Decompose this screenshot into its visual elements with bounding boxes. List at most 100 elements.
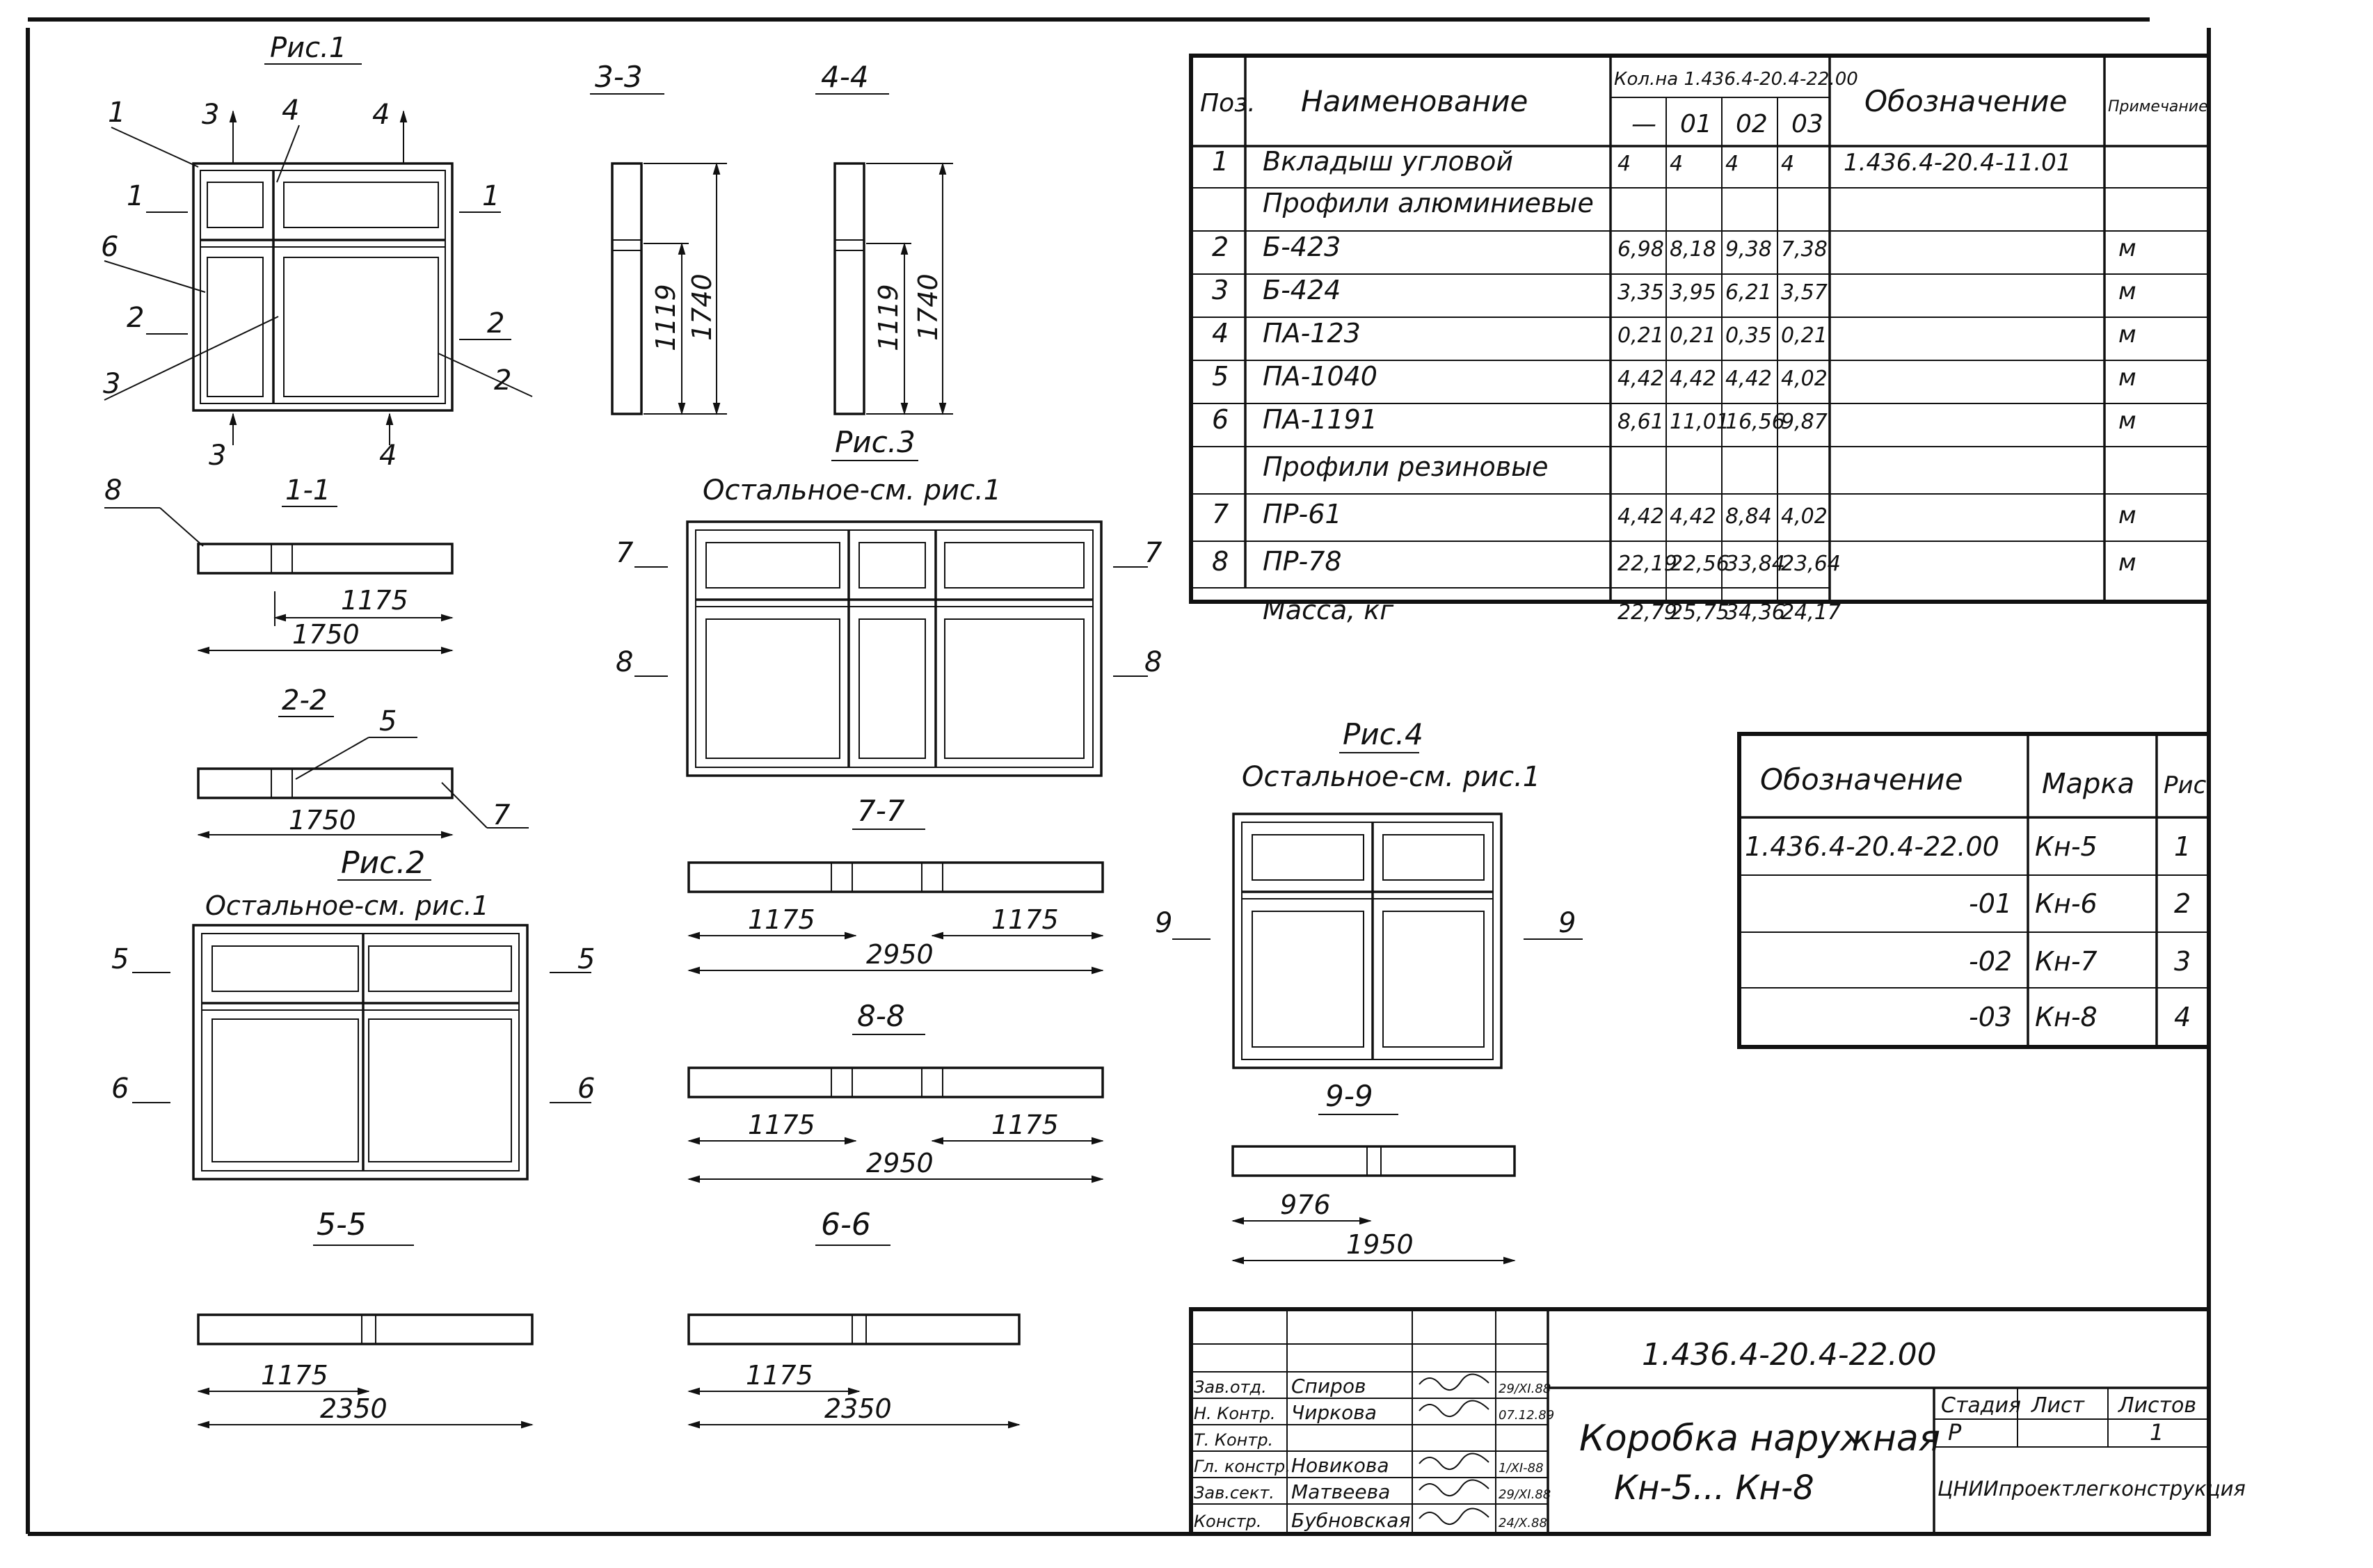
s22-callout-7: 7 [493,799,511,831]
spec-cell-note: м [2118,364,2136,392]
signature-date: 29/XI.88 [1499,1487,1551,1502]
specification-table: Поз. Наименование Кол.на 1.436.4-20.4-22… [1189,54,2211,625]
fig1-callouts: 1 3 4 4 1 1 6 2 2 3 2 3 4 [101,95,533,472]
s88-dim-left: 1175 [748,1110,815,1140]
mark-cell-designation: -03 [1969,1002,2012,1032]
spec-cell-name: Масса, кг [1263,595,1394,625]
mark-table: Обозначение Марка Рис. 1.436.4-20.4-22.0… [1737,732,2214,1049]
signature-role: Зав.сект. [1194,1483,1275,1503]
cut-3-bottom: 3 [209,440,226,472]
section-6-6: 6-6 1175 2350 [687,1207,1021,1429]
cut-2-left: 2 [127,302,144,334]
s11-dim-total: 1750 [292,619,360,650]
spec-header-name: Наименование [1301,84,1528,118]
s66-dim-inner: 1175 [746,1360,813,1391]
section-3-3: 3-3 1119 1740 [590,60,727,415]
spec-header-qty-col-1: 01 [1680,110,1712,138]
fig4-cut-9-right: 9 [1558,907,1576,939]
cut-2-right: 2 [487,307,504,339]
spec-cell-qty: 16,56 [1725,410,1785,434]
signature-role: Гл. констр. [1194,1457,1291,1476]
title-line-1: Коробка наружная [1579,1418,1940,1459]
mark-cell-fig: 1 [2174,831,2191,862]
spec-cell-qty: 4 [1725,152,1739,176]
spec-cell-qty: 4,42 [1617,367,1664,391]
spec-cell-pos: 1 [1212,146,1229,177]
spec-header-note: Примечание [2108,98,2208,115]
s22-dim-total: 1750 [289,805,356,835]
spec-cell-qty: 4 [1781,152,1794,176]
fig4-note: Остальное-см. рис.1 [1242,761,1540,793]
handwritten-signature [1419,1507,1489,1525]
spec-cell-note: м [2118,321,2136,349]
title-block: 1.436.4-20.4-22.00 Коробка наружная Кн-5… [1189,1307,2246,1536]
fig2-title: Рис.2 [341,845,425,881]
fig2-cut-6-right: 6 [577,1073,595,1105]
spec-cell-pos: 2 [1212,232,1229,262]
s88-title: 8-8 [857,999,905,1033]
spec-header-pos: Поз. [1200,89,1256,118]
spec-cell-qty: 22,56 [1670,552,1729,576]
s33-dim-b: 1740 [687,273,717,341]
mark-cell-designation: -01 [1969,888,2012,919]
spec-cell-name: Профили резиновые [1263,451,1548,482]
s44-dim-a: 1119 [873,284,904,351]
signature-date: 24/X.88 [1499,1516,1547,1530]
s77-dim-total: 2950 [866,939,934,970]
signature-name: Чиркова [1291,1401,1377,1424]
s77-title: 7-7 [857,794,905,828]
figure-2: Рис.2 Остальное-см. рис.1 5 5 6 6 [111,845,595,1181]
spec-cell-qty: 8,18 [1670,237,1716,262]
mark-cell-mark: Кн-8 [2035,1002,2098,1032]
signature-date: 29/XI.88 [1499,1382,1551,1396]
title-line-2: Кн-5... Кн-8 [1614,1469,1814,1507]
s55-title: 5-5 [317,1207,367,1242]
s22-title: 2-2 [282,685,327,717]
spec-cell-name: Профили алюминиевые [1263,188,1594,218]
s33-title: 3-3 [595,60,643,94]
signature-date: 1/XI-88 [1499,1461,1544,1475]
spec-cell-qty: 4 [1670,152,1683,176]
spec-cell-pos: 4 [1212,318,1229,349]
s88-dim-total: 2950 [866,1148,934,1178]
spec-cell-qty: 8,61 [1617,410,1664,434]
signature-name: Матвеева [1291,1480,1390,1503]
cut-3-top: 3 [202,99,219,131]
fig1-title: Рис.1 [270,32,346,64]
spec-cell-qty: 22,79 [1617,600,1677,625]
figure-3: Рис.3 Остальное-см. рис.1 7 7 8 8 [616,425,1162,777]
spec-cell-qty: 6,98 [1617,237,1664,262]
s55-dim-inner: 1175 [261,1360,328,1391]
spec-cell-qty: 4,02 [1781,367,1828,391]
s66-title: 6-6 [821,1207,871,1242]
fig2-cut-5-left: 5 [111,943,129,975]
spec-row: Профили алюминиевые [1263,188,1594,218]
spec-header-qty-col-0: — [1631,110,1656,138]
signature-role: Н. Контр. [1194,1404,1276,1423]
section-7-7: 7-7 1175 1175 2950 [687,794,1104,975]
spec-cell-qty: 0,21 [1781,323,1828,348]
s44-title: 4-4 [821,60,869,94]
spec-cell-qty: 4 [1617,152,1631,176]
spec-cell-pos: 6 [1212,404,1229,435]
stage-value: Р [1948,1419,1962,1446]
spec-cell-name: ПА-1191 [1263,404,1377,435]
spec-row: Профили резиновые [1263,451,1548,482]
spec-cell-name: ПР-61 [1263,499,1342,529]
signature-row: Зав.сект. Матвеева 29/XI.88 [1194,1479,1551,1503]
spec-cell-name: Вкладыш угловой [1263,146,1513,177]
mark-header-designation: Обозначение [1760,762,1963,797]
spec-cell-qty: 8,84 [1725,504,1772,529]
s33-dim-a: 1119 [650,284,681,351]
fig3-cut-8-left: 8 [616,646,633,678]
handwritten-signature [1419,1453,1489,1470]
mark-cell-designation: -02 [1969,946,2012,977]
